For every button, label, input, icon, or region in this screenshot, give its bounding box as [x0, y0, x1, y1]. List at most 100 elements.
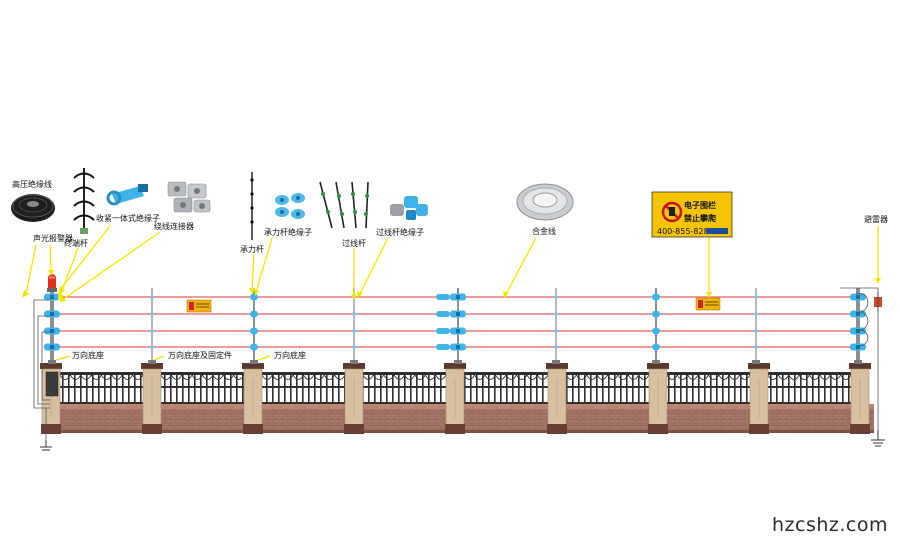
- pillar: [343, 363, 365, 434]
- pillar-base: [243, 424, 263, 434]
- railing-bottom-rail: [768, 402, 851, 404]
- sign-phone: 400-855-8288: [657, 227, 714, 236]
- railing-arch: [840, 374, 852, 380]
- railing-mid-rail: [464, 386, 548, 388]
- terminal-pole: [50, 288, 54, 364]
- railing-arch: [463, 374, 475, 380]
- railing-mid-rail: [768, 386, 851, 388]
- sign-text-line1: 电子围栏: [684, 200, 716, 210]
- railing-mid-rail: [60, 386, 143, 388]
- railing-arch: [617, 374, 629, 380]
- transit-pole: [353, 288, 355, 364]
- bearing-insulator: [250, 327, 258, 335]
- pillar: [647, 363, 669, 434]
- tension-insulator: [436, 344, 450, 350]
- railing-arch: [313, 374, 325, 380]
- railing-segment: [767, 372, 852, 404]
- railing-arch: [160, 374, 172, 380]
- fence-poles: [48, 288, 862, 364]
- railing-segments: [59, 372, 852, 404]
- terminal-pole-icon: [73, 168, 95, 234]
- pillar-cap: [444, 363, 466, 369]
- railing-bottom-rail: [262, 402, 345, 404]
- pillar-cap: [242, 363, 264, 369]
- bearing-insulator-icon: [275, 193, 305, 219]
- pillar-cap: [141, 363, 163, 369]
- railing-arch: [282, 374, 294, 380]
- pillar-cap: [647, 363, 669, 369]
- railing-arch: [809, 374, 821, 380]
- pillar: [444, 363, 466, 434]
- pillar-base: [344, 424, 364, 434]
- label-base-fixed: 万向底座及固定件: [168, 350, 232, 360]
- terminal-pole: [856, 288, 860, 364]
- label-tension-insulator: 收紧一体式绝缘子: [96, 213, 160, 223]
- railing-arch: [171, 374, 183, 380]
- label-terminal-pole: 终端杆: [64, 238, 88, 248]
- labels: 高压绝缘线 声光报警器 终端杆 收紧一体式绝缘子 绕线连接器 承力杆 承力杆绝缘…: [12, 179, 888, 360]
- tension-insulator: [436, 294, 450, 300]
- railing-arch: [565, 374, 577, 380]
- railing-top-rail: [464, 372, 548, 375]
- railing-arch: [212, 374, 224, 380]
- insulator-core: [856, 295, 860, 299]
- railing-bottom-rail: [464, 402, 548, 404]
- railing-arch: [101, 374, 113, 380]
- transit-insulator: [352, 345, 356, 349]
- pillar-base: [547, 424, 567, 434]
- railing-arch: [484, 374, 496, 380]
- lightning-arrester-device: [874, 292, 882, 312]
- railing-arch: [90, 374, 102, 380]
- railing-arch: [132, 374, 144, 380]
- tension-insulator-icon: [106, 184, 148, 206]
- universal-base: [48, 360, 56, 364]
- railing-arch: [222, 374, 234, 380]
- railing-arch: [474, 374, 486, 380]
- railing-arch: [687, 374, 699, 380]
- railing-arch: [576, 374, 588, 380]
- label-wire-connector: 绕线连接器: [154, 221, 194, 231]
- railing-arch: [778, 374, 790, 380]
- railing-bars: [161, 374, 244, 404]
- railing-arch: [537, 374, 549, 380]
- pillar-base: [142, 424, 162, 434]
- railing-mid-rail: [566, 386, 649, 388]
- railing-arch: [202, 374, 214, 380]
- railing-arch: [767, 374, 779, 380]
- railing-arch: [666, 374, 678, 380]
- insulator-core: [456, 329, 460, 333]
- railing-bottom-rail: [161, 402, 244, 404]
- railing-arch: [829, 374, 841, 380]
- wire-warning-sign-1: [186, 299, 212, 313]
- bearing-insulator: [652, 293, 660, 301]
- label-transit-insulator: 过线杆绝缘子: [376, 227, 424, 237]
- transit-insulator: [754, 295, 758, 299]
- railing-arch: [718, 374, 730, 380]
- transit-pole-icon: [319, 181, 369, 229]
- railing-bottom-rail: [667, 402, 750, 404]
- transit-insulator: [754, 329, 758, 333]
- pillars: [40, 363, 871, 434]
- wire-warning-sign-2: [695, 297, 721, 311]
- label-alarm: 声光报警器: [33, 233, 73, 243]
- tension-insulator: [436, 328, 450, 334]
- watermark: hzcshz.com: [772, 514, 888, 536]
- railing-arch: [788, 374, 800, 380]
- railing-bars: [60, 374, 143, 404]
- railing-arch: [435, 374, 447, 380]
- insulator-core: [50, 329, 54, 333]
- transit-insulator: [554, 295, 558, 299]
- transit-insulator: [150, 295, 154, 299]
- transit-insulator: [150, 345, 154, 349]
- bearing-pole-icon: [250, 172, 254, 240]
- railing-arch: [334, 374, 346, 380]
- railing-arch: [697, 374, 709, 380]
- cable-coil-icon: [11, 194, 55, 222]
- transit-insulator: [554, 312, 558, 316]
- warning-sign: 电子围栏 禁止攀爬 400-855-8288: [651, 191, 733, 238]
- transit-insulator: [754, 312, 758, 316]
- left-controller-wiring: [33, 299, 50, 440]
- pillar: [141, 363, 163, 434]
- universal-base: [250, 360, 258, 364]
